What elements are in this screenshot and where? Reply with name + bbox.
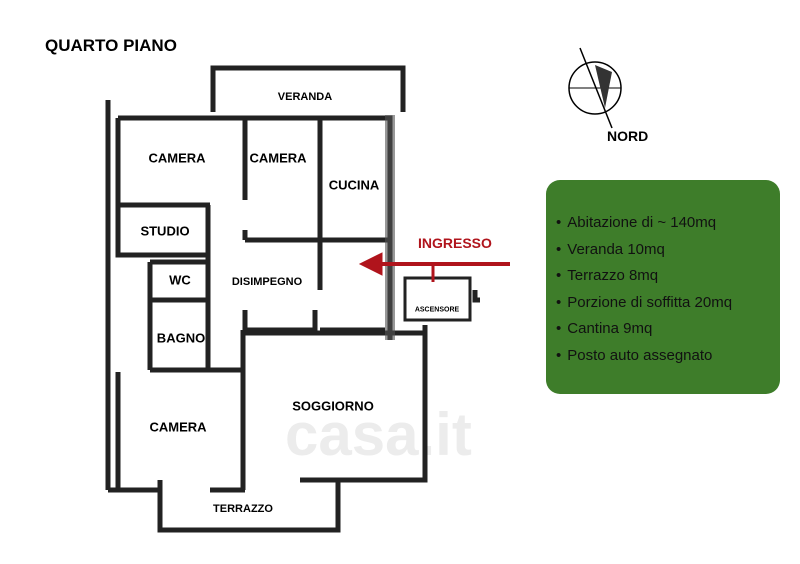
room-cucina: CUCINA xyxy=(328,177,380,193)
feature-item: Veranda 10mq xyxy=(556,237,780,264)
entrance-arrow-icon xyxy=(358,252,510,282)
feature-item: Cantina 9mq xyxy=(556,316,780,343)
feature-item: Abitazione di ~ 140mq xyxy=(556,210,780,237)
floor-title: QUARTO PIANO xyxy=(45,36,177,55)
room-soggiorno: SOGGIORNO xyxy=(292,398,374,414)
feature-item: Terrazzo 8mq xyxy=(556,263,780,290)
room-camera-2: CAMERA xyxy=(249,150,307,166)
room-ascensore: ASCENSORE xyxy=(414,306,460,314)
feature-item: Posto auto assegnato xyxy=(556,343,780,370)
room-bagno: BAGNO xyxy=(156,330,206,346)
features-list: Abitazione di ~ 140mq Veranda 10mq Terra… xyxy=(546,180,780,369)
room-veranda: VERANDA xyxy=(277,91,333,103)
compass-label: NORD xyxy=(607,128,649,144)
walls xyxy=(105,65,480,533)
room-terrazzo: TERRAZZO xyxy=(213,503,273,515)
entrance-label: INGRESSO xyxy=(418,235,492,251)
room-studio: STUDIO xyxy=(140,223,190,239)
compass-icon xyxy=(568,47,622,129)
watermark: casa.it xyxy=(285,401,472,468)
room-camera-1: CAMERA xyxy=(148,150,206,166)
room-camera-3: CAMERA xyxy=(149,419,207,435)
features-box: Abitazione di ~ 140mq Veranda 10mq Terra… xyxy=(546,180,780,394)
room-wc: WC xyxy=(169,272,191,288)
room-disimpegno: DISIMPEGNO xyxy=(231,276,303,288)
feature-item: Porzione di soffitta 20mq xyxy=(556,290,780,317)
